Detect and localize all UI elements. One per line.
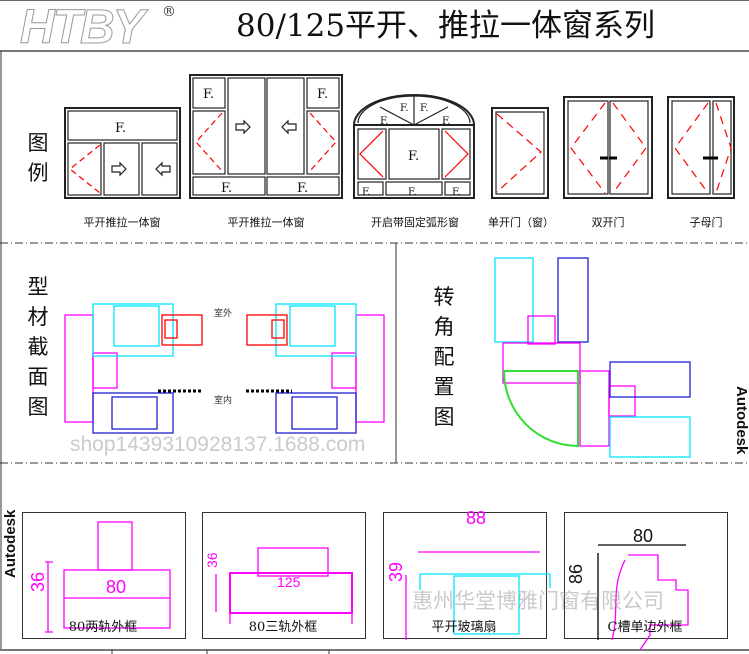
indoor-label: 室内 <box>214 396 233 406</box>
height-dimension-1: 36 <box>28 571 48 592</box>
fixed-pane-label: F. <box>408 149 419 164</box>
window-caption-2: 平开推拉一体窗 <box>227 216 305 229</box>
fixed-pane-label: F. <box>221 181 232 196</box>
profile-caption-4: C槽单边外框 <box>607 620 683 635</box>
window-drawing-4 <box>491 107 549 199</box>
profile-drawing-3 <box>405 551 551 640</box>
profile-section-label: 型材截面图 <box>27 275 49 419</box>
height-dimension-2: 36 <box>204 552 220 568</box>
profile-card-4 <box>564 512 728 639</box>
corner-configuration-drawing <box>494 257 691 458</box>
fixed-pane-label: F. <box>420 103 429 114</box>
outdoor-label: 室外 <box>214 309 233 319</box>
left-profile-assembly <box>64 303 203 434</box>
window-drawing-5 <box>563 96 653 199</box>
watermark-shop: shop1439310928137.1688.com <box>70 433 366 456</box>
fixed-pane-label: F. <box>400 103 409 114</box>
profile-drawing-2 <box>215 547 353 624</box>
fixed-pane-label: F. <box>297 181 308 196</box>
fixed-pane-label: F. <box>452 187 461 198</box>
profile-card-1 <box>22 512 186 639</box>
profile-drawing-1 <box>45 521 171 633</box>
width-dimension-4: 80 <box>633 526 654 546</box>
profile-caption-1: 80两轨外框 <box>68 620 138 635</box>
window-drawing-3 <box>353 94 475 199</box>
window-caption-1: 平开推拉一体窗 <box>83 216 161 229</box>
profile-card-3 <box>383 512 547 639</box>
brand-logo: HTBY <box>20 1 146 54</box>
height-dimension-4: 86 <box>566 563 586 584</box>
fixed-pane-label: F. <box>442 116 451 127</box>
watermark-company: 惠州华堂博雅门窗有限公司 <box>412 590 664 613</box>
fixed-pane-label: F. <box>408 187 417 198</box>
corner-section-label: 转角配置图 <box>433 285 455 429</box>
page-title: 80/125平开、推拉一体窗系列 <box>236 8 656 44</box>
window-drawing-2 <box>189 74 343 199</box>
registered-mark: ® <box>162 4 176 20</box>
fixed-pane-label: F. <box>380 116 389 127</box>
fixed-pane-label: F. <box>362 187 371 198</box>
profile-card-2 <box>202 512 366 639</box>
profile-drawing-4 <box>597 544 689 651</box>
fixed-pane-label: F. <box>203 87 214 102</box>
width-dimension-2: 125 <box>277 574 301 590</box>
fixed-pane-label: F. <box>317 87 328 102</box>
window-caption-3: 开启带固定弧形窗 <box>371 216 459 229</box>
width-dimension-3: 88 <box>466 508 487 528</box>
fixed-pane-label: F. <box>115 121 126 136</box>
window-caption-6: 子母门 <box>689 216 723 229</box>
window-drawing-1 <box>64 107 181 199</box>
profile-caption-3: 平开玻璃扇 <box>431 620 497 635</box>
width-dimension-1: 80 <box>106 577 127 597</box>
window-caption-4: 单开门（窗） <box>488 216 554 229</box>
window-caption-5: 双开门 <box>591 216 625 229</box>
height-dimension-3: 39 <box>386 561 406 582</box>
window-drawing-6 <box>667 96 735 199</box>
right-profile-assembly <box>246 303 385 434</box>
profile-caption-2: 80三轨外框 <box>248 620 318 635</box>
legend-section-label: 图例 <box>27 131 49 185</box>
